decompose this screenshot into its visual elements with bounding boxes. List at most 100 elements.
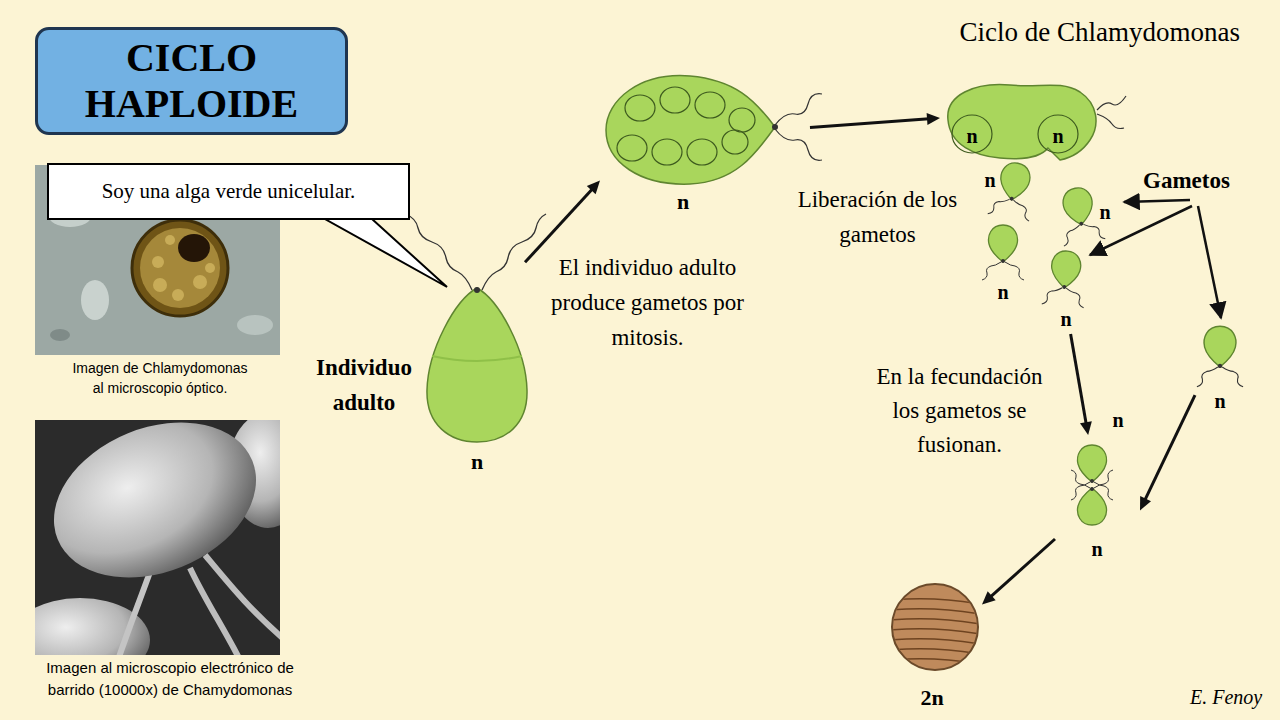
diagram-heading: Ciclo de Chlamydomonas: [890, 16, 1240, 48]
arrow-line: [1145, 395, 1195, 500]
sporangium-part: [722, 130, 748, 154]
light-micrograph-part-part: [193, 275, 207, 289]
releasing-cell-part: [1038, 115, 1078, 153]
zygote-part: [890, 599, 980, 664]
sporangium-part: [729, 108, 755, 132]
arrow-line: [525, 189, 593, 263]
flow-arrow: [982, 539, 1055, 604]
light-micrograph-part-part: [132, 220, 228, 316]
gamete-part: [1197, 326, 1243, 387]
gamete-node: n: [1043, 250, 1089, 334]
title-box: CICLO HAPLOIDE: [35, 27, 348, 135]
sporangium-part: [617, 135, 647, 161]
zygote: [890, 584, 980, 670]
light-micrograph-part-part: [140, 228, 220, 308]
electron-micrograph-part-part: [118, 572, 150, 655]
flow-arrow: [525, 181, 600, 263]
arrow-line: [1071, 334, 1087, 424]
ploidy-label: n: [462, 449, 492, 475]
light-micrograph-part-part: [205, 263, 215, 273]
step-note: Liberación de los gametos: [790, 182, 965, 252]
step-note: En la fecundación los gametos se fusiona…: [862, 360, 1057, 462]
electron-micrograph-part-part: [190, 568, 240, 655]
sporangium-part: [687, 139, 717, 165]
leader-arrow-part: [1198, 206, 1221, 318]
sporangium-part: [652, 139, 682, 165]
ploidy-label: n: [1046, 124, 1070, 148]
releasing-cell: [948, 85, 1126, 160]
ploidy-label: n: [1056, 307, 1076, 331]
gamete-node: n: [978, 160, 1040, 222]
step-note: El individuo adulto produce gametos por …: [540, 250, 755, 355]
sporangium-part: [695, 92, 725, 118]
zygote-part-part: [890, 609, 980, 614]
gametes-label: Gametos: [1143, 166, 1253, 196]
signature: E. Fenoy: [1190, 684, 1270, 710]
arrow-head: [1080, 421, 1092, 435]
fusing-gametes-node: nn: [1055, 435, 1140, 565]
gamete-part: [982, 225, 1024, 280]
sporangium-node: n: [600, 70, 810, 210]
gamete-part: [1042, 249, 1089, 307]
sporangium: [606, 76, 822, 184]
sporangium-part: [606, 76, 775, 184]
ploidy-label: n: [1108, 408, 1128, 432]
sporangium-part: [625, 95, 655, 121]
electron-micrograph-part-part: [205, 555, 280, 640]
adult-cell-part: [427, 288, 527, 442]
releasing-cell-part: [952, 115, 992, 153]
adult-cell-node: Individuo adulto n: [305, 205, 525, 478]
photo-caption: Imagen al microscopio electrónico de bar…: [25, 657, 315, 701]
cell-name: Individuo adulto: [305, 350, 423, 420]
zygote-part-part: [890, 649, 980, 654]
photo-caption: Imagen de Chlamydomonas al microscopio ó…: [68, 358, 252, 398]
electron-micrograph-part-part: [35, 420, 279, 606]
light-micrograph-part-part: [81, 280, 109, 320]
sporangium-part: [775, 94, 822, 125]
ploidy-label: n: [1087, 537, 1107, 561]
gamete-node: n: [980, 224, 1026, 306]
arrow-head: [587, 181, 600, 195]
zygote-part-part: [890, 619, 980, 624]
arrow-head: [927, 113, 940, 125]
flow-arrow: [1140, 395, 1195, 510]
electron-micrograph-part: [35, 420, 280, 655]
gamete-part: [1054, 185, 1105, 246]
releasing-cell-part: [1097, 114, 1124, 129]
zygote-node: 2n: [888, 582, 982, 714]
light-micrograph-part-part: [237, 315, 273, 335]
ploidy-label: n: [1095, 200, 1115, 224]
flow-arrow: [810, 113, 940, 127]
speech-tail: [325, 219, 447, 287]
zygote-part-part: [890, 629, 980, 634]
sporangium-part: [775, 129, 822, 160]
ploidy-label: n: [1210, 389, 1230, 413]
flow-arrow: [1071, 334, 1092, 435]
zygote-part-part: [890, 659, 980, 664]
ploidy-label: 2n: [912, 685, 952, 711]
zygote-part: [892, 584, 978, 670]
gamete: [982, 160, 1243, 525]
light-micrograph-part-part: [165, 235, 175, 245]
light-micrograph-part-part: [50, 329, 70, 341]
title-text: CICLO HAPLOIDE: [58, 35, 325, 127]
electron-micrograph: [10, 394, 308, 682]
arrow-line: [990, 539, 1055, 597]
speech-bubble: Soy una alga verde unicelular.: [47, 163, 410, 220]
ploidy-label: n: [980, 168, 1000, 192]
light-micrograph-part-part: [178, 234, 210, 262]
speech-tail-part: [325, 219, 447, 287]
adult-cell-part: [432, 356, 522, 361]
adult-cell-part: [405, 214, 472, 290]
zygote-part-part: [890, 599, 980, 604]
light-micrograph-part-part: [172, 289, 184, 301]
ploidy-label: n: [960, 124, 984, 148]
arrow-head: [982, 591, 996, 604]
zygote-part-part: [890, 639, 980, 644]
releasing-cell-part: [1097, 96, 1126, 110]
leader-arrow-part: [1124, 200, 1190, 202]
ploidy-label: n: [668, 189, 698, 215]
gamete-part: [1071, 470, 1113, 525]
adult-cell-part: [474, 287, 480, 293]
